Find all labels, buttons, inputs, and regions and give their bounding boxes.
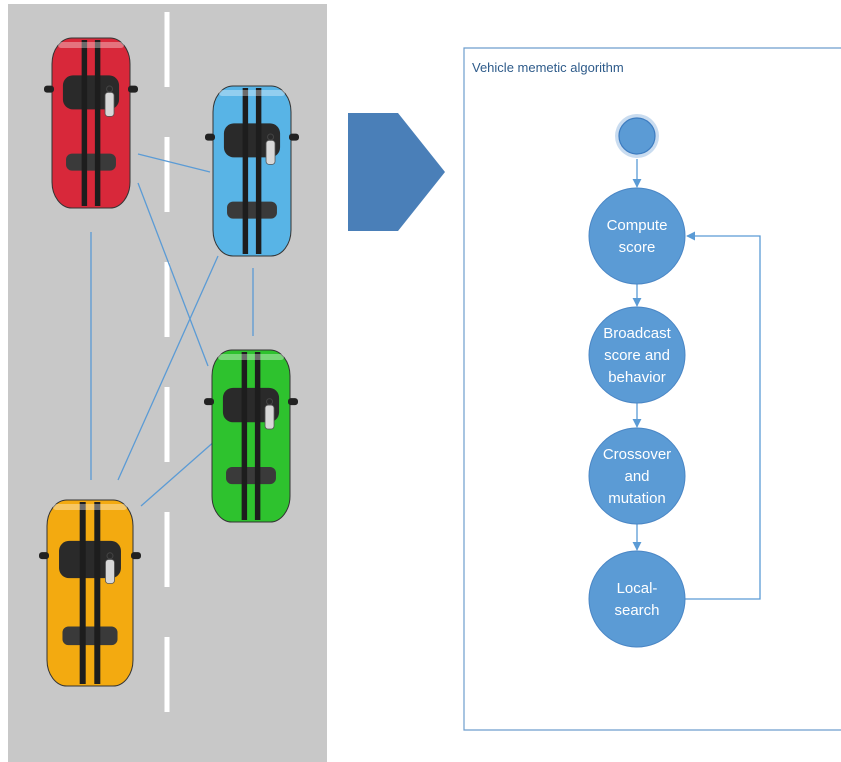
step-label-line: score and [604, 347, 670, 364]
vehicle-links [90, 153, 254, 507]
step-circle [588, 427, 686, 525]
edge-loop-back [685, 231, 761, 600]
step-label-line: Broadcast [603, 325, 671, 342]
step-label-line: Local- [617, 580, 658, 597]
algorithm-frame: Vehicle memetic algorithm [463, 47, 841, 731]
step-circle [588, 187, 686, 285]
step-node-4: Local-search [588, 550, 686, 648]
step-circle [588, 550, 686, 648]
frame-title: Vehicle memetic algorithm [472, 60, 624, 75]
step-label-line: Crossover [603, 446, 671, 463]
link-red-car-green-car [137, 182, 209, 367]
start-node [618, 117, 656, 155]
green-car [204, 349, 298, 523]
link-red-car-blue-car [137, 153, 211, 173]
step-node-1: Compute score [588, 187, 686, 285]
transition-arrow-shape [348, 113, 445, 231]
step-node-2: Broadcast score and behavior [588, 306, 686, 404]
step-node-3: Crossover and mutation [588, 427, 686, 525]
link-green-car-yellow-car [140, 439, 217, 507]
step-label-line: score [619, 239, 656, 256]
step-label-line: search [614, 602, 659, 619]
red-car [44, 37, 138, 209]
blue-car [205, 85, 299, 257]
step-circle [588, 306, 686, 404]
vehicles [39, 37, 299, 687]
step-label-line: mutation [608, 490, 666, 507]
step-label-line: Compute [607, 217, 668, 234]
yellow-car [39, 499, 141, 687]
step-label-line: behavior [608, 369, 666, 386]
link-blue-car-yellow-car [117, 255, 219, 481]
step-label-line: and [624, 468, 649, 485]
